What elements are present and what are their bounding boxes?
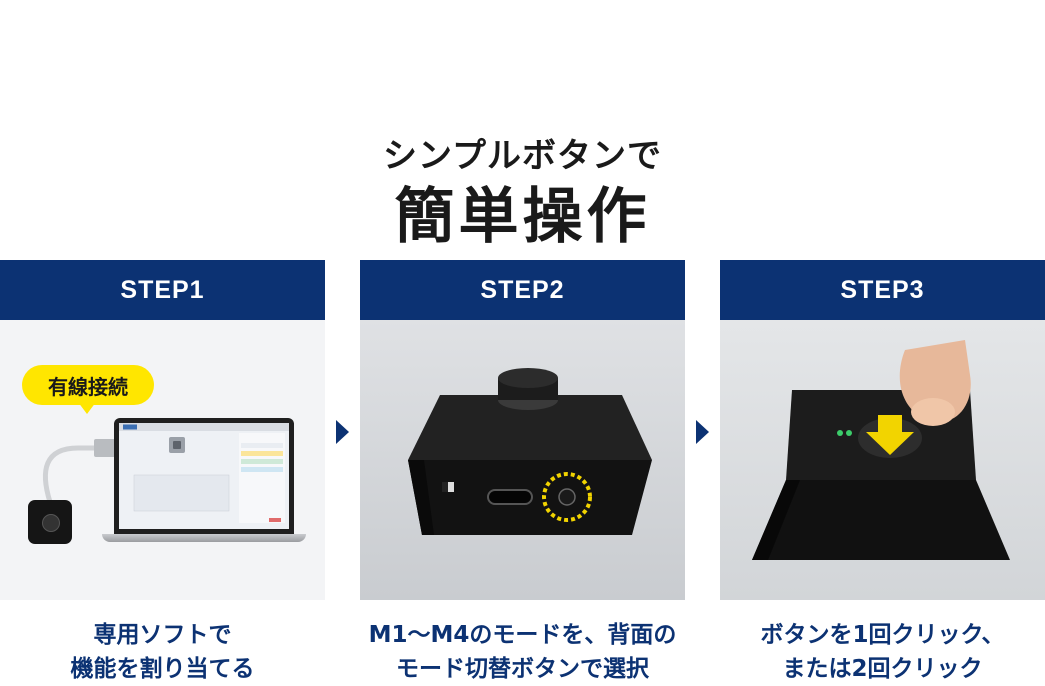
step-arrow-1-icon — [336, 420, 349, 444]
step-3-caption-line1: ボタンを1回クリック、 — [760, 622, 1005, 648]
headline-title: 簡単操作 — [394, 182, 651, 252]
step-arrow-2-icon — [696, 420, 709, 444]
step-2-caption-line2: モード切替ボタンで選択 — [396, 656, 649, 682]
step-1-header: STEP1 — [0, 260, 325, 320]
step-1-panel: STEP1 有線接続 — [0, 260, 325, 686]
controller-rear-view-illustration — [408, 368, 652, 535]
step-1-caption-line2: 機能を割り当てる — [70, 656, 255, 682]
laptop-base — [102, 534, 306, 542]
wired-connection-badge: 有線接続 — [22, 365, 154, 405]
step-2-header: STEP2 — [360, 260, 685, 320]
step-2-caption-line1: M1〜M4のモードを、背面の — [368, 622, 677, 648]
step-3-panel: STEP3 ボタンを1回クリック、 または2回クリック — [720, 260, 1045, 686]
step-3-caption-line2: または2回クリック — [782, 656, 983, 682]
step-3-header: STEP3 — [720, 260, 1045, 320]
headline-subtitle: シンプルボタンで — [383, 136, 662, 176]
step-3-image — [720, 320, 1045, 600]
step-1-caption-line1: 専用ソフトで — [93, 622, 232, 648]
step-1-image: 有線接続 — [0, 320, 325, 600]
step-2-image — [360, 320, 685, 600]
software-screen — [119, 423, 289, 529]
software-ui-illustration — [119, 423, 289, 523]
laptop-icon — [114, 418, 294, 534]
step-3-caption: ボタンを1回クリック、 または2回クリック — [720, 618, 1045, 686]
step-1-caption: 専用ソフトで 機能を割り当てる — [0, 618, 325, 686]
controller-press-illustration — [752, 340, 1010, 560]
badge-tail — [78, 402, 96, 414]
controller-device-icon — [28, 500, 72, 544]
step-2-caption: M1〜M4のモードを、背面の モード切替ボタンで選択 — [360, 618, 685, 686]
step-2-panel: STEP2 M1〜M4のモードを、背面の モード切替ボタンで選択 — [360, 260, 685, 686]
